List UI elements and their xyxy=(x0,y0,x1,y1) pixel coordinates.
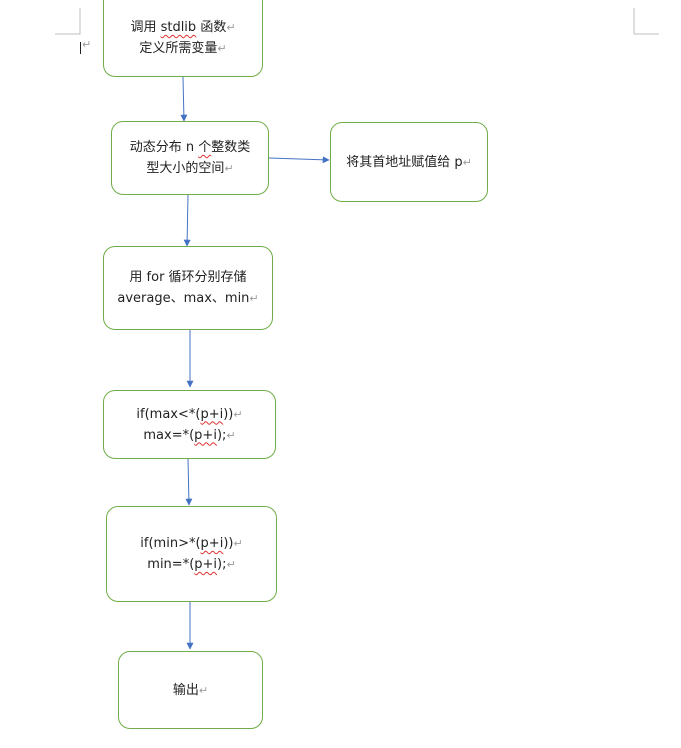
node-assign-pointer[interactable]: 将其首地址赋值给 p↵ xyxy=(330,122,488,202)
paragraph-mark: ↵ xyxy=(82,38,92,51)
node-text-line: max=*(p+i);↵ xyxy=(143,427,236,443)
node-text-line: average、max、min↵ xyxy=(117,291,259,306)
node-text-line: 动态分布 n 个整数类 xyxy=(129,140,251,155)
node-max-check[interactable]: if(max<*(p+i))↵ max=*(p+i);↵ xyxy=(103,390,276,459)
page-corner-mark-right xyxy=(633,8,659,35)
node-text-line: min=*(p+i);↵ xyxy=(147,557,236,572)
arrow-n1-n2 xyxy=(180,76,188,122)
node-text-line: 调用 stdlib 函数↵ xyxy=(130,20,236,35)
spell-squiggle: 个 xyxy=(198,140,212,155)
node-text-line: 将其首地址赋值给 p↵ xyxy=(346,154,472,170)
arrow-n2-n4 xyxy=(183,194,191,247)
spell-squiggle: p+i xyxy=(200,536,224,551)
node-include-stdlib[interactable]: 调用 stdlib 函数↵ 定义所需变量↵ xyxy=(103,0,263,77)
node-for-loop[interactable]: 用 for 循环分别存储 average、max、min↵ xyxy=(103,246,273,330)
node-text-line: if(min>*(p+i))↵ xyxy=(140,536,243,551)
node-text-line: if(max<*(p+i))↵ xyxy=(136,406,243,422)
spell-squiggle: p+i xyxy=(194,427,217,443)
node-text-line: 定义所需变量↵ xyxy=(139,41,227,56)
node-text-line: 用 for 循环分别存储 xyxy=(129,270,247,285)
page-corner-mark-left xyxy=(55,8,81,35)
spell-squiggle: p+i xyxy=(200,406,224,422)
text-cursor xyxy=(80,42,81,54)
spell-squiggle: p+i xyxy=(194,557,218,572)
spell-squiggle: stdlib xyxy=(160,20,197,35)
arrow-n5-n6 xyxy=(185,458,193,506)
arrow-n2-n3 xyxy=(268,156,330,164)
node-text-line: 型大小的空间↵ xyxy=(146,161,234,176)
node-allocate-memory[interactable]: 动态分布 n 个整数类 型大小的空间↵ xyxy=(111,121,269,195)
node-output[interactable]: 输出↵ xyxy=(118,651,263,729)
node-text-line: 输出↵ xyxy=(172,682,209,698)
node-min-check[interactable]: if(min>*(p+i))↵ min=*(p+i);↵ xyxy=(106,506,277,602)
